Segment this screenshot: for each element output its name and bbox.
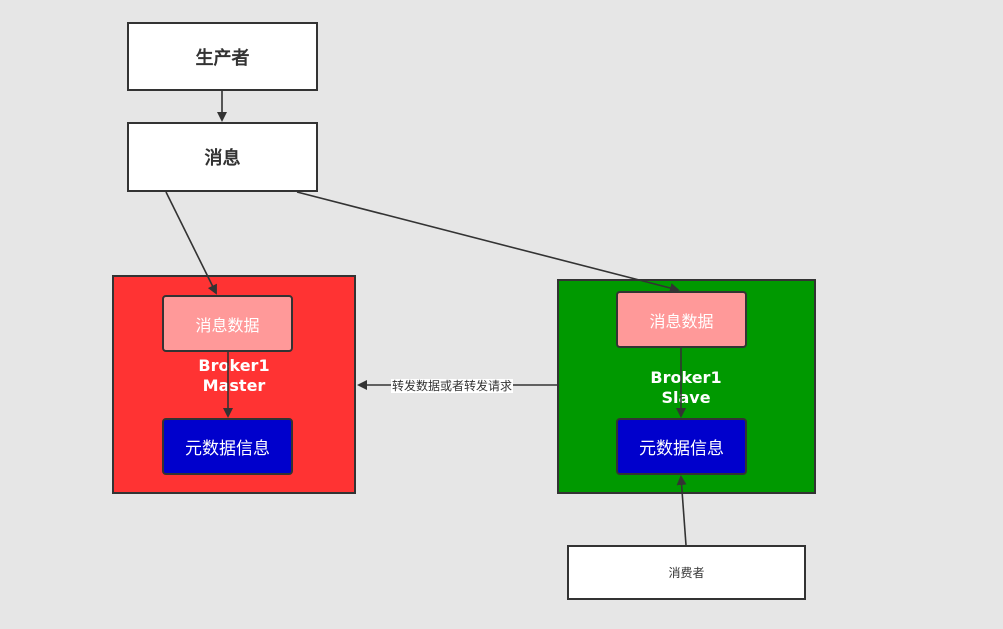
slave-broker-label: Broker1 Slave [616,368,756,408]
slave-broker-name: Broker1 [650,368,722,387]
slave-metadata-node: 元数据信息 [616,418,747,475]
forward-edge-label: 转发数据或者转发请求 [391,379,514,393]
message-label: 消息 [204,148,241,169]
master-metadata-label: 元数据信息 [185,439,270,459]
master-metadata-node: 元数据信息 [162,418,293,475]
message-node: 消息 [127,122,318,192]
slave-broker-role: Slave [661,388,711,407]
consumer-node: 消费者 [567,545,806,600]
master-broker-label: Broker1 Master [164,356,304,396]
master-broker-role: Master [202,376,266,395]
slave-metadata-label: 元数据信息 [639,439,724,459]
master-message-data-label: 消息数据 [195,315,260,335]
producer-node: 生产者 [127,22,318,91]
master-broker-name: Broker1 [198,356,270,375]
slave-message-data-label: 消息数据 [649,311,714,331]
consumer-label: 消费者 [668,566,705,580]
producer-label: 生产者 [195,47,250,69]
master-message-data-node: 消息数据 [162,295,293,352]
slave-message-data-node: 消息数据 [616,291,747,348]
